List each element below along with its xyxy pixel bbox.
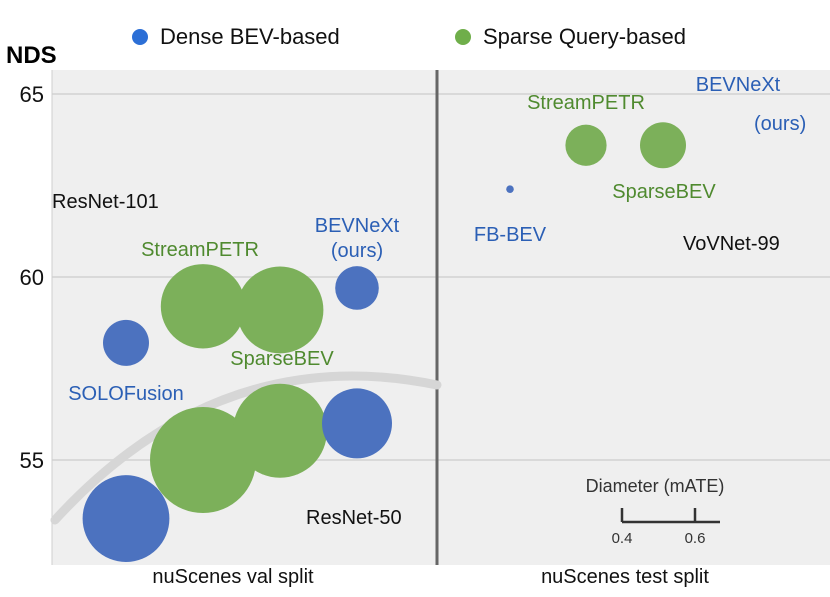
- x-label-test-split: nuScenes test split: [541, 566, 709, 588]
- backbone-label-vovnet-99: VoVNet-99: [683, 233, 780, 255]
- legend-label-dense: Dense BEV-based: [160, 24, 340, 49]
- legend-dot-dense: [132, 29, 148, 45]
- y-axis-label: NDS: [6, 42, 57, 69]
- point-label-bevnext-test-ours: (ours): [754, 113, 806, 135]
- size-legend-title: Diameter (mATE): [586, 476, 725, 496]
- point-label-fbbev-test: FB-BEV: [474, 224, 547, 246]
- point-label-streampetr-test: StreamPETR: [527, 92, 645, 114]
- y-tick-label-55: 55: [20, 448, 44, 473]
- point-sparsebev-resnet-101-val: [236, 266, 324, 354]
- y-tick-label-60: 60: [20, 265, 44, 290]
- point-sparsebev-vovnet-99-test: [640, 122, 686, 169]
- y-tick-labels: 55 60 65: [20, 82, 44, 473]
- point-streampetr-resnet-101-val: [160, 264, 246, 349]
- point-sparsebev-resnet-50-val: [233, 383, 327, 478]
- legend-dot-sparse: [455, 29, 471, 45]
- size-legend-tick-label-1: 0.6: [685, 530, 706, 547]
- point-bevnext-resnet-101-val: [335, 266, 379, 310]
- point-label-bevnext-val-line-2: (ours): [331, 240, 383, 262]
- point-streampetr-resnet-50-val: [150, 407, 256, 513]
- size-legend-tick-label-0: 0.4: [612, 530, 633, 547]
- point-label-bevnext-test: BEVNeXt: [696, 74, 781, 96]
- data-points: [82, 122, 686, 562]
- backbone-label-resnet-101: ResNet-101: [52, 191, 159, 213]
- point-solofusion-resnet-50-val: [82, 475, 170, 562]
- x-label-val-split: nuScenes val split: [152, 566, 314, 588]
- point-fb-bev-vovnet-99-test: [506, 185, 514, 193]
- point-solofusion-resnet-101-val: [103, 319, 149, 366]
- point-label-bevnext-val: BEVNeXt (ours): [315, 215, 400, 262]
- bevnext-val-label-text: BEVNeXt: [315, 215, 400, 237]
- backbone-label-resnet-50: ResNet-50: [306, 507, 402, 529]
- legend-entry-sparse: Sparse Query-based: [455, 24, 686, 50]
- legend-entry-dense: Dense BEV-based: [132, 24, 340, 50]
- point-label-streampetr-val: StreamPETR: [141, 239, 259, 261]
- legend-label-sparse: Sparse Query-based: [483, 24, 686, 49]
- point-label-solofusion-val: SOLOFusion: [68, 383, 184, 405]
- size-legend: Diameter (mATE) 0.4 0.6: [586, 476, 725, 547]
- right-panel-background: [437, 70, 830, 565]
- point-label-sparsebev-test: SparseBEV: [612, 181, 716, 203]
- point-label-sparsebev-val: SparseBEV: [230, 348, 334, 370]
- bevnext-test-label-text: BEVNeXt: [696, 74, 781, 96]
- point-bevnext-resnet-50-val: [322, 388, 392, 459]
- point-streampetr-vovnet-99-test: [565, 124, 607, 166]
- y-tick-label-65: 65: [20, 82, 44, 107]
- resnet-separator-curve: [50, 371, 442, 525]
